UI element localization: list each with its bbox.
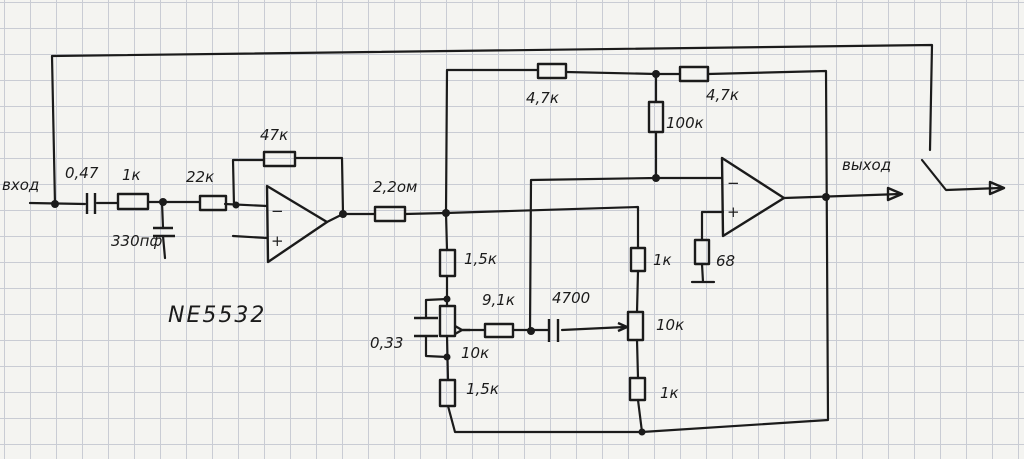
resistor-2-2ohm [373, 205, 407, 223]
resistor-47k [262, 150, 297, 168]
label-chip: NE5532 [168, 303, 266, 328]
opamp2-minus: − [727, 174, 740, 192]
junction-pot-left-top [443, 295, 451, 303]
label-r-47k: 47к [260, 126, 288, 144]
opamp2-plus-wire [700, 210, 725, 242]
label-pot-right: 10к [656, 316, 684, 334]
label-input: вход [2, 176, 39, 194]
junction-inv [232, 201, 240, 209]
resistor-68ohm [693, 238, 711, 266]
resistor-9-1k [483, 322, 515, 339]
label-r-15k-bot: 1,5к [466, 380, 499, 398]
resistor-4-7k-b [678, 65, 710, 83]
junction-pot-left-bottom [443, 353, 451, 361]
junction-main-node [442, 209, 450, 217]
junction-rc [159, 198, 167, 206]
junction-bottom [638, 428, 646, 436]
resistor-1k [116, 192, 150, 211]
label-c-4700: 4700 [552, 289, 590, 307]
label-r-100k: 100к [666, 114, 704, 132]
opamp1-out-wire [325, 212, 377, 224]
label-pot-left: 10к [461, 344, 489, 362]
resistor-22k [198, 194, 228, 212]
label-r-68: 68 [716, 252, 735, 270]
resistor-1-5k-bottom [438, 378, 457, 408]
opamp-2 [720, 156, 786, 238]
ground-68ohm [690, 262, 716, 284]
potentiometer-10k-left [438, 304, 457, 338]
capacitor-input [85, 193, 97, 214]
capacitor-330pf [153, 226, 175, 238]
label-r-1k-top: 1к [653, 251, 672, 269]
label-r-1k-bot: 1к [660, 384, 679, 402]
label-c-033: 0,33 [370, 334, 403, 352]
label-r-in: 1к [122, 166, 141, 184]
output-arrow-2 [988, 180, 1006, 196]
label-r-22ohm: 2,2ом [373, 178, 417, 196]
potentiometer-10k-right [626, 310, 645, 342]
junction-input [51, 200, 59, 208]
output-wire [782, 192, 902, 200]
opamp-1 [265, 184, 329, 264]
junction-opamp1-out [339, 210, 347, 218]
pot-right-wiper [617, 321, 628, 333]
label-c-330: 330пф [111, 232, 162, 250]
input-wiring [28, 43, 934, 260]
label-output: выход [842, 156, 891, 174]
junction-mid [527, 327, 535, 335]
resistor-1-5k-top [438, 248, 457, 278]
label-r-top-47b: 4,7к [706, 86, 739, 104]
label-r-91k: 9,1к [482, 291, 515, 309]
wire-to-node [403, 211, 448, 216]
opamp2-plus: + [727, 203, 740, 221]
resistor-1k-bottom [628, 376, 647, 402]
capacitor-4700 [547, 319, 560, 342]
junction-opamp2-minus [652, 174, 660, 182]
junction-top [652, 70, 660, 78]
output-arrow-1 [886, 186, 904, 202]
label-r-15k-top: 1,5к [464, 250, 497, 268]
resistor-4-7k-a [536, 62, 568, 80]
capacitor-0-33 [414, 316, 438, 338]
opamp1-plus: + [271, 232, 284, 250]
label-c-in: 0,47 [65, 164, 99, 182]
output-switch [920, 158, 1002, 192]
label-r-22k: 22к [186, 168, 214, 186]
pot-left-wiper [454, 324, 470, 336]
opamp1-minus: − [271, 202, 284, 220]
resistor-100k [647, 100, 665, 134]
label-r-top-47: 4,7к [526, 89, 559, 107]
resistor-1k-top [629, 246, 647, 273]
